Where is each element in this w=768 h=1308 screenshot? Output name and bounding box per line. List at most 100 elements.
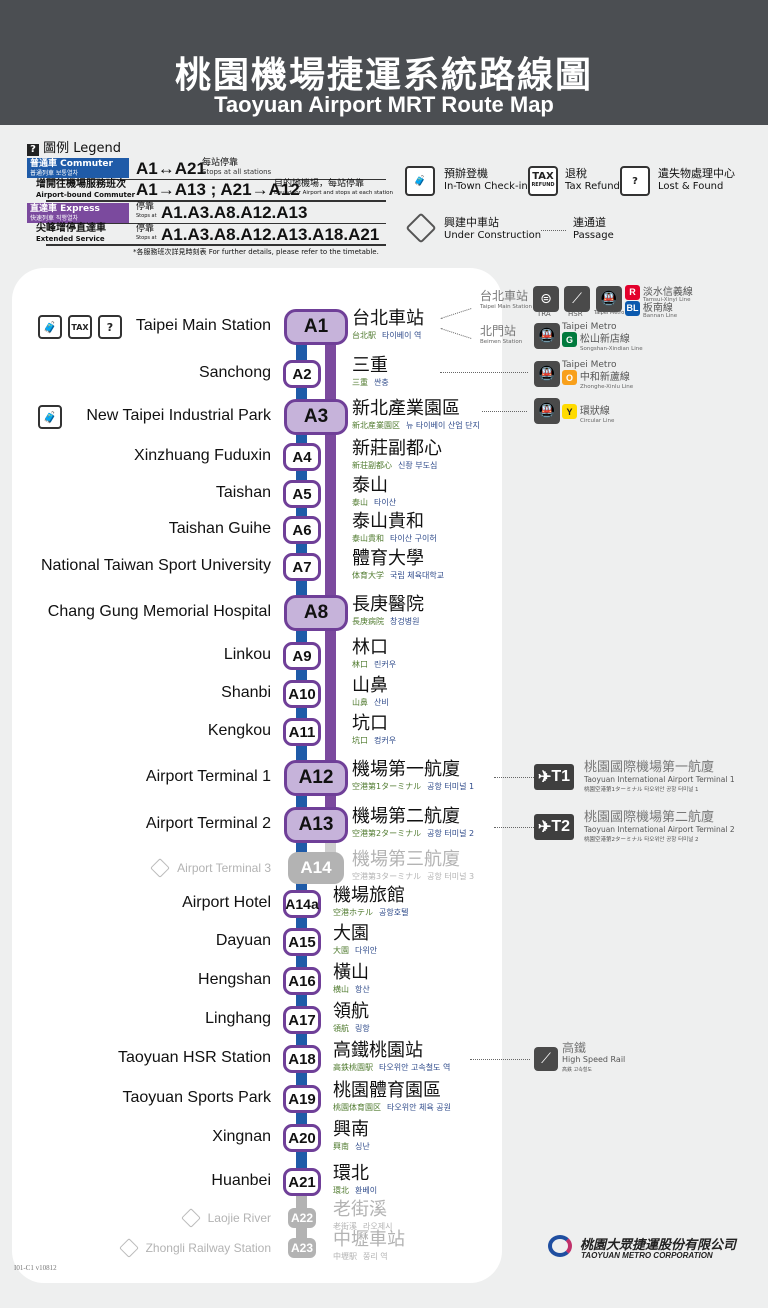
station-badge-A14a[interactable]: A14a xyxy=(283,890,321,918)
express-route: A1.A3.A8.A12.A13 xyxy=(161,203,308,222)
station-name-zh[interactable]: 機場第一航廈 xyxy=(352,759,460,780)
station-name-en[interactable]: Kengkou xyxy=(207,722,271,739)
station-name-zh[interactable]: 興南 xyxy=(333,1119,369,1140)
station-name-zh[interactable]: 機場第二航廈 xyxy=(352,806,460,827)
lost-found-icon: ? xyxy=(98,315,122,339)
station-name-zh[interactable]: 領航 xyxy=(333,1001,369,1022)
station-badge-A22[interactable]: A22 xyxy=(288,1208,316,1228)
station-name-en[interactable]: Chang Gung Memorial Hospital xyxy=(47,603,271,620)
station-name-zh[interactable]: 老街溪 xyxy=(333,1199,387,1220)
tra-label: TRA xyxy=(537,310,551,318)
station-badge-A16[interactable]: A16 xyxy=(283,967,321,995)
station-name-en[interactable]: New Taipei Industrial Park xyxy=(86,407,271,424)
station-name-ja: 泰山貴和 xyxy=(352,534,384,543)
station-badge-A2[interactable]: A2 xyxy=(283,360,321,388)
station-badge-A13[interactable]: A13 xyxy=(284,807,348,843)
station-badge-A19[interactable]: A19 xyxy=(283,1085,321,1113)
station-badge-A20[interactable]: A20 xyxy=(283,1124,321,1152)
station-name-en[interactable]: Xinzhuang Fuduxin xyxy=(134,447,271,464)
station-name-zh[interactable]: 桃園體育園區 xyxy=(333,1080,441,1101)
check-in-icon: 🧳 xyxy=(38,315,62,339)
station-badge-A17[interactable]: A17 xyxy=(283,1006,321,1034)
station-badge-A12[interactable]: A12 xyxy=(284,760,348,796)
station-name-en[interactable]: Hengshan xyxy=(198,971,271,988)
station-name-en[interactable]: Taipei Main Station xyxy=(135,317,271,334)
station-name-en[interactable]: Dayuan xyxy=(215,932,271,949)
station-badge-A3[interactable]: A3 xyxy=(284,399,348,435)
station-badge-A5[interactable]: A5 xyxy=(283,480,321,508)
station-badge-A15[interactable]: A15 xyxy=(283,928,321,956)
station-name-zh[interactable]: 泰山貴和 xyxy=(352,511,424,532)
station-name-en[interactable]: Shanbi xyxy=(221,684,271,701)
station-name-en[interactable]: Zhongli Railway Station xyxy=(145,1241,271,1255)
station-name-zh[interactable]: 三重 xyxy=(352,355,388,376)
station-badge-A18[interactable]: A18 xyxy=(283,1045,321,1073)
station-badge-A23[interactable]: A23 xyxy=(288,1238,316,1258)
station-name-zh[interactable]: 泰山 xyxy=(352,475,388,496)
station-name-ja: 空港ホテル xyxy=(333,908,373,917)
station-name-en[interactable]: Airport Hotel xyxy=(182,894,271,911)
station-name-ko: 타이산 구이허 xyxy=(390,534,437,543)
station-badge-A4[interactable]: A4 xyxy=(283,443,321,471)
station-name-en[interactable]: Taoyuan Sports Park xyxy=(122,1089,271,1106)
station-name-en[interactable]: Airport Terminal 3 xyxy=(177,861,271,875)
station-name-zh[interactable]: 環北 xyxy=(333,1163,369,1184)
station-name-zh[interactable]: 體育大學 xyxy=(352,548,424,569)
airport-t2-badge: ✈T2 xyxy=(534,814,574,840)
station-badge-A9[interactable]: A9 xyxy=(283,642,321,670)
station-name-zh[interactable]: 林口 xyxy=(352,637,388,658)
commuter-line xyxy=(296,327,307,1182)
station-name-en[interactable]: National Taiwan Sport University xyxy=(40,557,271,574)
station-badge-A14[interactable]: A14 xyxy=(288,852,344,884)
station-name-zh[interactable]: 新莊副都心 xyxy=(352,438,442,459)
station-badge-A8[interactable]: A8 xyxy=(284,595,348,631)
station-name-en[interactable]: Taishan xyxy=(215,484,271,501)
station-name-en[interactable]: Laojie River xyxy=(207,1211,271,1225)
station-name-en[interactable]: Airport Terminal 2 xyxy=(145,815,271,832)
station-name-en[interactable]: Sanchong xyxy=(198,364,271,381)
lost-found-icon: ? xyxy=(620,166,650,196)
station-badge-A6[interactable]: A6 xyxy=(283,516,321,544)
station-badge-A1[interactable]: A1 xyxy=(284,309,348,345)
station-name-en[interactable]: Linkou xyxy=(223,646,271,663)
station-name-en[interactable]: Xingnan xyxy=(212,1128,271,1145)
station-badge-A7[interactable]: A7 xyxy=(283,553,321,581)
station-name-zh[interactable]: 新北產業園區 xyxy=(352,398,460,419)
tax-refund-icon: TAX xyxy=(68,315,92,339)
station-name-zh[interactable]: 橫山 xyxy=(333,962,369,983)
station-name-zh[interactable]: 長庚醫院 xyxy=(352,594,424,615)
hsr-label: HSR xyxy=(568,310,583,318)
station-name-ko: 신좡 부도심 xyxy=(398,461,438,470)
station-name-zh[interactable]: 中壢車站 xyxy=(333,1229,405,1250)
station-name-en[interactable]: Linghang xyxy=(205,1010,271,1027)
station-name-zh[interactable]: 高鐵桃園站 xyxy=(333,1040,423,1061)
station-badge-A10[interactable]: A10 xyxy=(283,680,321,708)
station-name-zh[interactable]: 大園 xyxy=(333,923,369,944)
station-name-ja: 三重 xyxy=(352,378,368,387)
station-name-zh[interactable]: 坑口 xyxy=(352,713,388,734)
station-name-en[interactable]: Airport Terminal 1 xyxy=(145,768,271,785)
station-name-en[interactable]: Huanbei xyxy=(211,1172,271,1189)
station-name-zh[interactable]: 山鼻 xyxy=(352,675,388,696)
station-badge-A21[interactable]: A21 xyxy=(283,1168,321,1196)
station-name-zh[interactable]: 機場第三航廈 xyxy=(352,849,460,870)
station-name-zh[interactable]: 台北車站 xyxy=(352,308,424,329)
station-badge-A11[interactable]: A11 xyxy=(283,718,321,746)
station-name-en[interactable]: Taishan Guihe xyxy=(168,520,271,537)
station-name-en[interactable]: Taoyuan HSR Station xyxy=(118,1049,271,1066)
station-name-zh[interactable]: 機場旅館 xyxy=(333,885,405,906)
metro-icon: 🚇 xyxy=(534,361,560,387)
station-name-ko: 뉴 타이베이 산업 단지 xyxy=(406,421,480,430)
